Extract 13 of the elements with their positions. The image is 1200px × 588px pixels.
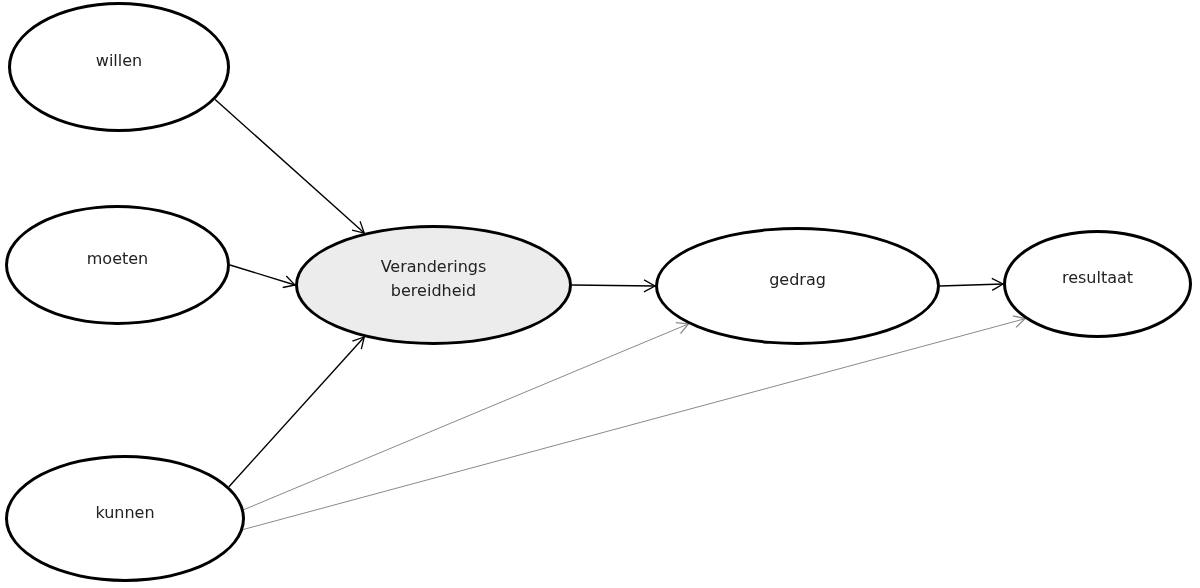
node-label: resultaat <box>1061 267 1134 289</box>
arrow <box>939 277 1004 291</box>
arrow <box>243 322 689 511</box>
arrow <box>228 336 365 488</box>
node-label: willen <box>95 50 143 72</box>
node-label: kunnen <box>95 501 155 524</box>
arrow <box>214 98 365 234</box>
node-label: Veranderings bereidheid <box>379 256 488 302</box>
arrow <box>242 315 1026 531</box>
node-label: gedrag <box>769 269 826 291</box>
arrow <box>229 264 296 289</box>
node-label: moeten <box>86 248 149 270</box>
arrow <box>571 279 656 293</box>
